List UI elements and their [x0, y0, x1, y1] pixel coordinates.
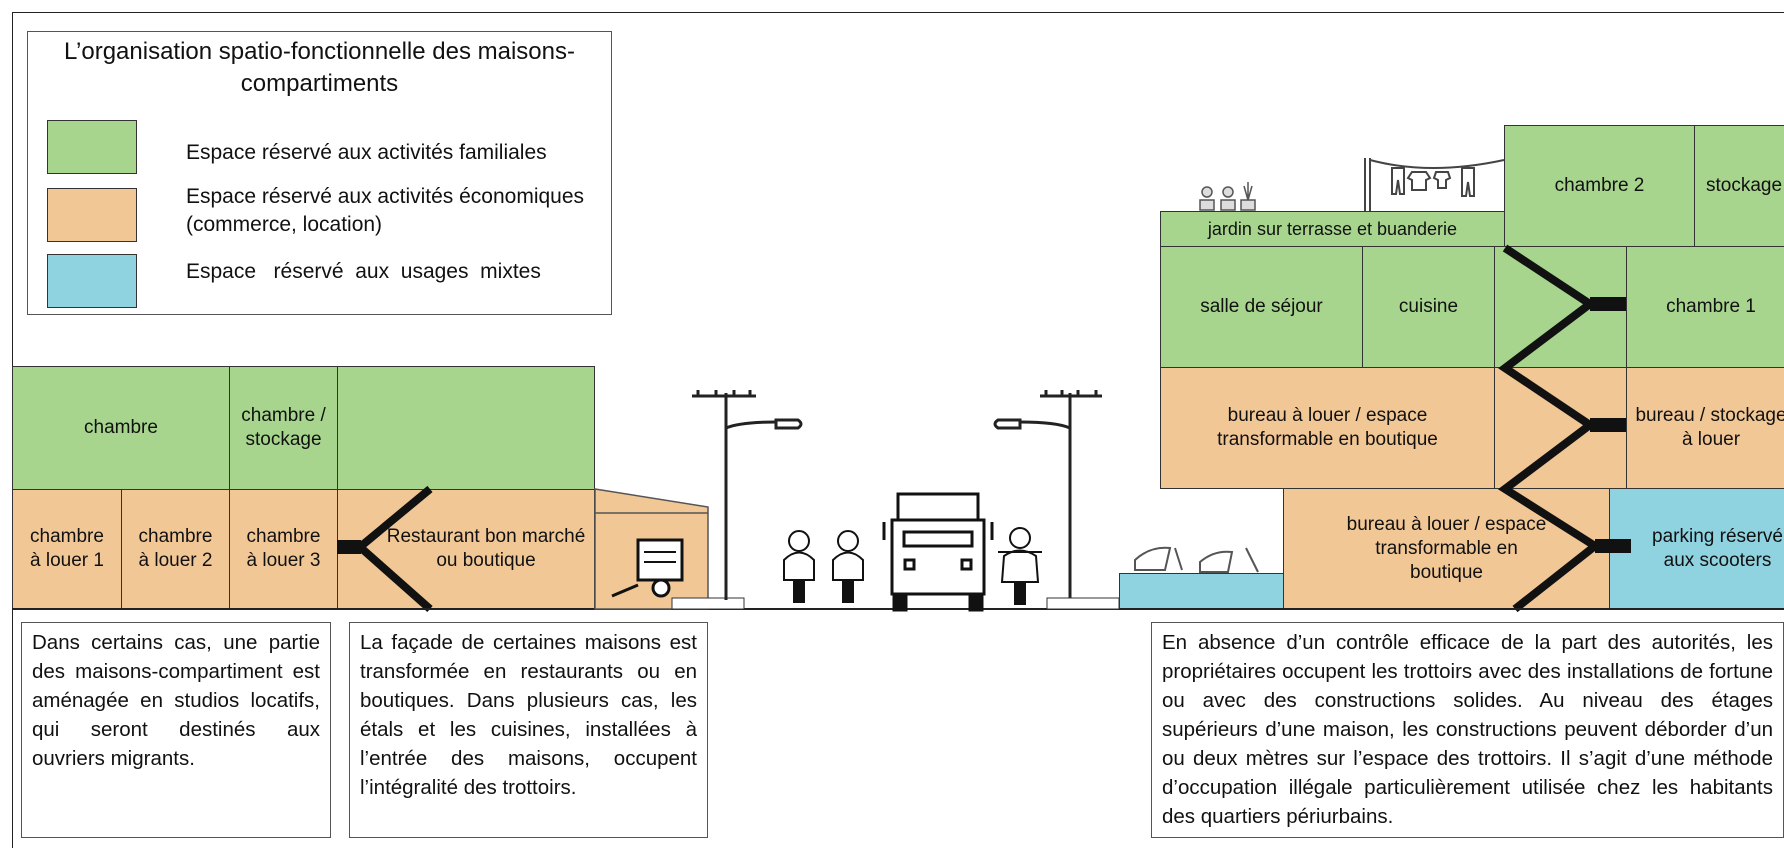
legend-swatch-economic — [47, 188, 137, 242]
street-lamp-left — [692, 390, 803, 600]
room-bureau-1: bureau à louer / espace transformable en… — [1160, 367, 1495, 489]
staircase-landing-upper — [1590, 297, 1626, 311]
sidewalk-right — [1046, 597, 1120, 610]
scooter-icon — [783, 530, 815, 603]
staircase-left — [353, 485, 433, 612]
room-chambre-2: chambre 2 — [1504, 125, 1695, 247]
room-cuisine: cuisine — [1362, 246, 1495, 368]
room-chambre-louer-1: chambre à louer 1 — [12, 489, 122, 609]
truck-icon — [882, 492, 994, 612]
cart-icon — [611, 538, 684, 598]
sidewalk-left — [671, 597, 745, 610]
staircase-landing-lower — [1595, 539, 1631, 553]
room-parking: parking réservé aux scooters — [1609, 488, 1784, 609]
legend-title: L’organisation spatio-fonctionnelle des … — [64, 38, 575, 97]
staircase-landing-middle — [1590, 418, 1626, 432]
motorcycle-icon — [998, 527, 1042, 605]
legend-label-family: Espace réservé aux activités familiales — [186, 141, 547, 164]
room-chambre-louer-2: chambre à louer 2 — [121, 489, 230, 609]
legend-label-economic-line1: Espace réservé aux activités économiques — [186, 185, 585, 208]
scooter-icon — [832, 530, 864, 603]
street-lamp-right — [993, 390, 1102, 600]
room-salle-sejour: salle de séjour — [1160, 246, 1363, 368]
room-upper-restaurant — [337, 366, 595, 490]
legend-label-mixed: Espace réservé aux usages mixtes — [186, 260, 541, 283]
staircase-right — [1497, 244, 1602, 613]
room-bureau-stockage: bureau / stockage à louer — [1626, 367, 1784, 489]
room-restaurant: Restaurant bon marché ou boutique — [337, 489, 595, 609]
legend-label-economic-line2: (commerce, location) — [186, 213, 383, 236]
legend-swatch-family — [47, 120, 137, 174]
plant-icon — [1199, 182, 1256, 211]
parked-scooters-icon — [1134, 546, 1259, 573]
legend: L’organisation spatio-fonctionnelle des … — [27, 31, 612, 315]
clothesline-icon — [1364, 158, 1505, 211]
room-chambre: chambre — [12, 366, 230, 490]
room-jardin: jardin sur terrasse et buanderie — [1160, 211, 1505, 247]
staircase-landing-left — [337, 540, 361, 554]
note-left: Dans certains cas, une partie des maison… — [21, 622, 331, 838]
legend-swatch-mixed — [47, 254, 137, 308]
note-right: En absence d’un contrôle efficace de la … — [1151, 622, 1784, 838]
note-middle: La façade de certaines maisons est trans… — [349, 622, 708, 838]
room-stockage: stockage — [1694, 125, 1784, 247]
